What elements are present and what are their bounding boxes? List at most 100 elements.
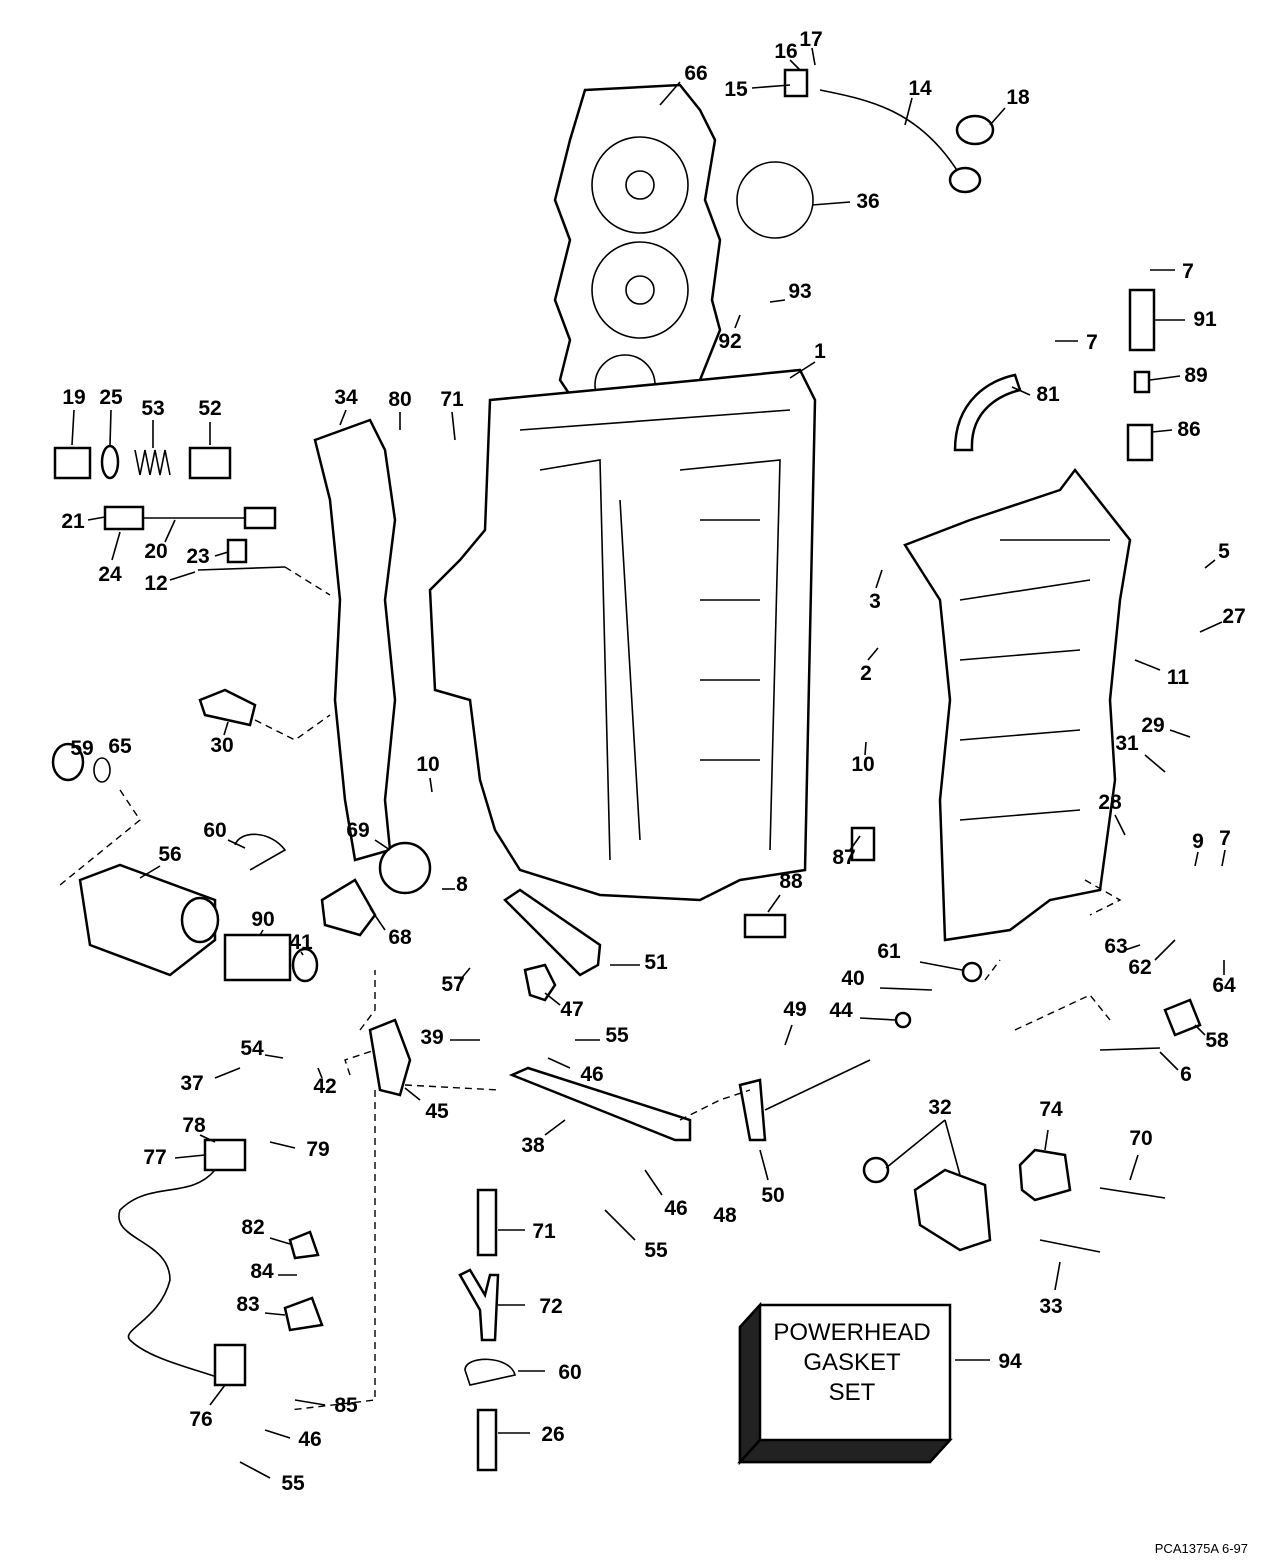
callout-label: 79 <box>306 1138 329 1161</box>
callout-leader-line <box>849 835 861 851</box>
callout-label: 10 <box>416 753 439 776</box>
callout-leader-line <box>169 571 196 581</box>
bolt-33 <box>1039 1239 1101 1253</box>
callout-leader-line <box>87 516 106 521</box>
callout-label: 60 <box>558 1361 581 1384</box>
callout-label: 46 <box>664 1197 687 1220</box>
callout-label: 55 <box>281 1472 305 1495</box>
harness-wire <box>118 1169 226 1381</box>
washer-25 <box>100 444 120 480</box>
callout-leader-line <box>1054 1261 1061 1291</box>
callout-label: 92 <box>718 330 741 353</box>
callout-leader-line <box>1114 814 1126 836</box>
hose-91 <box>1128 288 1156 352</box>
callout-leader-line <box>1144 754 1166 773</box>
callout-leader-line <box>1194 1024 1206 1036</box>
callout-leader-line <box>339 409 347 426</box>
callout-label: 80 <box>388 388 411 411</box>
callout-leader-line <box>223 721 229 736</box>
spark-plug <box>198 688 257 727</box>
callout-label: 63 <box>1104 935 1127 958</box>
sensor-grommet <box>948 166 982 194</box>
callout-label: 7 <box>1219 827 1231 850</box>
callout-label: 64 <box>1212 974 1236 997</box>
callout-label: 58 <box>1205 1029 1229 1052</box>
callout-leader-line <box>1124 944 1141 951</box>
bolt-70 <box>1099 1187 1166 1199</box>
callout-leader-line <box>139 865 161 879</box>
plate-58 <box>1163 998 1202 1037</box>
callout-leader-line <box>1194 851 1199 867</box>
callout-label: 37 <box>180 1072 203 1095</box>
bushing-68 <box>320 878 377 937</box>
starter-solenoid <box>78 863 217 977</box>
bushing-61 <box>961 961 983 983</box>
callout-leader-line <box>759 1149 769 1181</box>
connector-78 <box>203 1138 247 1172</box>
callout-label: 49 <box>783 998 806 1021</box>
hose-26 <box>476 1408 498 1472</box>
grommet <box>955 114 995 146</box>
link-51 <box>503 888 602 977</box>
callout-leader-line <box>1154 939 1176 961</box>
callout-label: 26 <box>541 1423 564 1446</box>
callout-label: 93 <box>788 280 811 303</box>
callout-label: 46 <box>298 1428 321 1451</box>
callout-label: 69 <box>346 819 369 842</box>
callout-label: 38 <box>521 1134 545 1157</box>
callout-label: 21 <box>61 510 85 533</box>
callout-label: 66 <box>684 62 707 85</box>
callout-leader-line <box>1011 386 1031 396</box>
callout-label: 10 <box>851 753 874 776</box>
callout-leader-line <box>784 1024 793 1046</box>
callout-label: 30 <box>210 734 233 757</box>
callout-label: 60 <box>203 819 226 842</box>
gasket-bore-center <box>625 275 655 305</box>
sensor-21 <box>103 505 145 531</box>
box-text-line2: GASKET <box>803 1349 901 1376</box>
mount-74 <box>1018 1148 1072 1202</box>
callout-leader-line <box>859 1017 896 1021</box>
callout-leader-line <box>369 907 386 931</box>
valve-52 <box>188 446 232 480</box>
callout-label: 57 <box>441 973 464 996</box>
callout-leader-line <box>989 107 1006 126</box>
callout-leader-line <box>71 409 75 446</box>
bolt-6 <box>1099 1047 1161 1051</box>
callout-label: 2 <box>860 662 872 685</box>
callout-label: 24 <box>98 563 122 586</box>
callout-label: 31 <box>1115 732 1139 755</box>
callout-label: 33 <box>1039 1295 1062 1318</box>
clamp-41 <box>291 947 319 983</box>
callout-leader-line <box>867 647 879 661</box>
callout-leader-line <box>214 551 229 557</box>
switch-76 <box>213 1343 247 1387</box>
callout-leader-line <box>789 361 816 379</box>
callout-label: 77 <box>143 1146 166 1169</box>
callout-label: 11 <box>1167 666 1190 689</box>
callout-label: 71 <box>532 1220 556 1243</box>
callout-label: 36 <box>856 190 879 213</box>
callout-label: 53 <box>141 397 164 420</box>
callout-leader-line <box>209 1384 226 1406</box>
block-87 <box>850 826 876 862</box>
callout-label: 34 <box>334 386 358 409</box>
callout-leader-line <box>1129 1154 1139 1181</box>
callout-leader-line <box>264 1312 286 1316</box>
callout-label: 51 <box>644 951 668 974</box>
callout-leader-line <box>451 411 456 441</box>
clip-82 <box>288 1230 320 1260</box>
bracket-45 <box>368 1018 412 1097</box>
box-text-line3: SET <box>829 1379 876 1406</box>
callout-leader-line <box>227 839 246 849</box>
callout-leader-line <box>264 1429 291 1439</box>
callout-leader-line <box>1134 659 1161 671</box>
callout-label: 61 <box>877 940 901 963</box>
callout-leader-line <box>1159 1051 1179 1071</box>
callout-label: 7 <box>1086 331 1098 354</box>
callout-leader-line <box>1169 729 1191 738</box>
callout-label: 8 <box>456 873 468 896</box>
callout-label: 70 <box>1129 1127 1152 1150</box>
connector-20 <box>243 506 277 530</box>
